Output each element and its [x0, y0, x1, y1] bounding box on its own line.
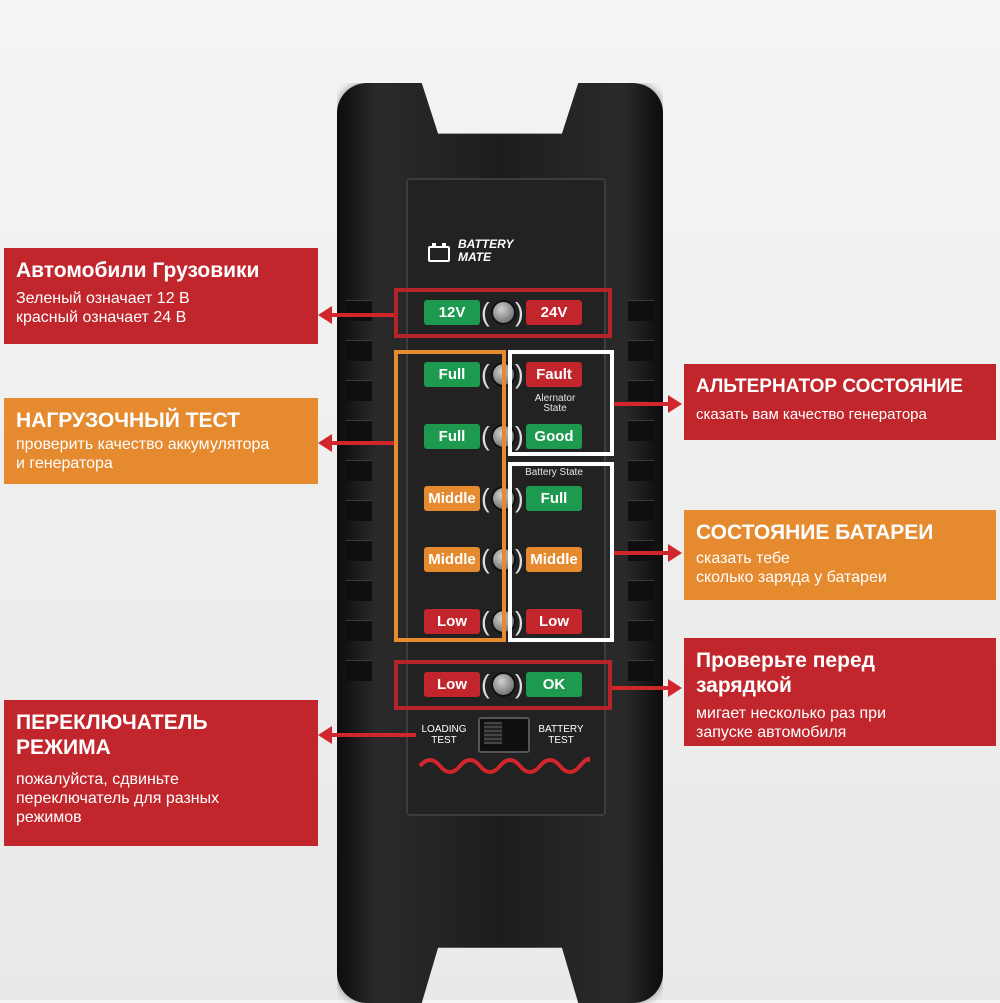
load-label-middle-1: Middle	[424, 486, 480, 511]
battery-label-middle: Middle	[526, 547, 582, 572]
callout-mode-switch-title: ПЕРЕКЛЮЧАТЕЛЬ РЕЖИМА	[16, 711, 208, 759]
logo-line1: BATTERY	[458, 237, 514, 251]
alternator-state-label: Alernator State	[534, 393, 576, 414]
battery-label-low: Low	[526, 609, 582, 634]
alternator-label-good: Good	[526, 424, 582, 449]
load-test-highlight	[394, 350, 506, 642]
callout-battery-title: СОСТОЯНИЕ БАТАРЕИ	[696, 521, 934, 544]
battery-state-highlight	[508, 462, 614, 642]
callout-precharge-body: мигает несколько раз при запуске автомоб…	[696, 705, 887, 741]
callout-precharge-title: Проверьте перед зарядкой	[696, 649, 875, 697]
callout-alternator: АЛЬТЕРНАТОР СОСТОЯНИЕ сказать вам качест…	[684, 364, 996, 440]
callout-load-test-title: НАГРУЗОЧНЫЙ ТЕСТ	[16, 409, 240, 432]
callout-load-test: НАГРУЗОЧНЫЙ ТЕСТ проверить качество акку…	[4, 398, 318, 484]
load-label-full-2: Full	[424, 424, 480, 449]
callout-vehicles-title: Автомобили Грузовики	[16, 259, 260, 282]
precharge-label-ok: OK	[526, 672, 582, 697]
led-label-24v: 24V	[526, 300, 582, 325]
arrow-battery	[614, 544, 682, 562]
load-label-full-1: Full	[424, 362, 480, 387]
switch-label-loading: LOADING TEST	[421, 724, 467, 746]
mode-switch[interactable]	[478, 717, 530, 753]
callout-vehicles: Автомобили Грузовики Зеленый означает 12…	[4, 248, 318, 344]
arrow-alternator	[614, 395, 682, 413]
battery-state-label: Battery State	[525, 467, 583, 478]
arrow-vehicles	[318, 306, 394, 324]
logo-line2: MATE	[458, 250, 492, 264]
callout-alternator-title: АЛЬТЕРНАТОР СОСТОЯНИЕ	[696, 376, 963, 397]
switch-knob[interactable]	[484, 722, 502, 744]
callout-mode-switch: ПЕРЕКЛЮЧАТЕЛЬ РЕЖИМА пожалуйста, сдвиньт…	[4, 700, 318, 846]
arrow-precharge	[612, 679, 682, 697]
alternator-label-fault: Fault	[526, 362, 582, 387]
alternator-highlight	[508, 350, 614, 456]
battery-label-full: Full	[526, 486, 582, 511]
callout-load-test-body: проверить качество аккумулятора и генера…	[16, 436, 270, 472]
load-label-low: Low	[424, 609, 480, 634]
callout-vehicles-body: Зеленый означает 12 В красный означает 2…	[16, 290, 190, 326]
load-label-middle-2: Middle	[424, 547, 480, 572]
wave-decoration	[418, 756, 590, 774]
battery-icon	[428, 243, 450, 262]
precharge-label-low: Low	[424, 672, 480, 697]
precharge-highlight	[394, 660, 612, 710]
callout-battery-body: сказать тебе сколько заряда у батареи	[696, 550, 887, 586]
arrow-mode-switch	[318, 726, 416, 744]
switch-label-battery: BATTERY TEST	[538, 724, 584, 746]
callout-mode-switch-body: пожалуйста, сдвиньте переключатель для р…	[16, 771, 220, 826]
arrow-load-test	[318, 434, 394, 452]
callout-alternator-body: сказать вам качество генератора	[696, 406, 927, 423]
callout-battery: СОСТОЯНИЕ БАТАРЕИ сказать тебе сколько з…	[684, 510, 996, 600]
led-voltage	[491, 300, 516, 325]
callout-precharge: Проверьте перед зарядкой мигает нескольк…	[684, 638, 996, 746]
voltage-highlight	[394, 288, 612, 338]
led-precharge	[491, 672, 516, 697]
led-label-12v: 12V	[424, 300, 480, 325]
